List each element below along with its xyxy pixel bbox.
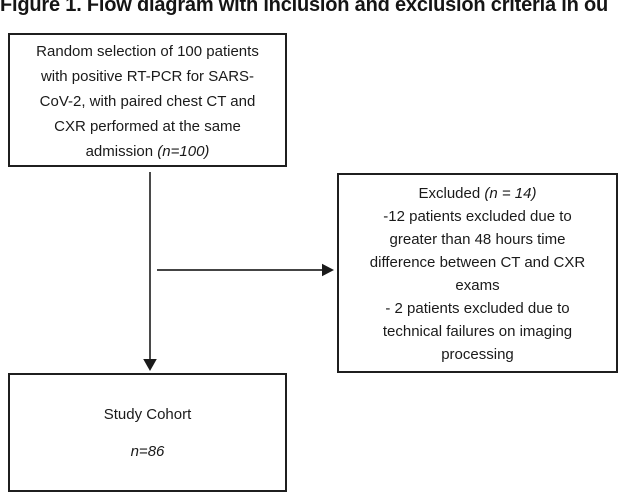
study-cohort-label: Study Cohort [103,406,192,423]
excluded-line: -12 patients excluded due to [383,208,572,225]
excluded-n-value: (n = 14) [484,185,537,202]
right-arrow-head-icon [322,263,334,277]
excluded-line: greater than 48 hours time [389,231,566,248]
box-study-cohort: Study Cohort n=86 [8,373,287,492]
excluded-line: processing [441,346,514,363]
down-arrow-head-icon [143,359,157,371]
excluded-line: technical failures on imaging [382,323,573,340]
box-excluded: Excluded (n = 14) -12 patients excluded … [337,173,618,373]
excluded-heading-prefix: Excluded [418,185,485,202]
excluded-line: - 2 patients excluded due to [385,300,570,317]
selection-line: CXR performed at the same [54,118,241,135]
figure-title: Figure 1. Flow diagram with inclusion an… [0,0,609,16]
excluded-line: exams [455,277,500,294]
study-cohort-n-value: n=86 [130,443,165,460]
selection-line: with positive RT-PCR for SARS- [40,68,255,85]
selection-line: Random selection of 100 patients [36,43,259,60]
excluded-heading: Excluded (n = 14) [339,182,616,205]
selection-line: CoV-2, with paired chest CT and [39,93,256,110]
excluded-line: difference between CT and CXR [369,254,586,271]
selection-last-line-prefix: admission [85,143,158,160]
box-random-selection: Random selection of 100 patients with po… [8,33,287,167]
selection-line-n: admission (n=100) [10,139,285,164]
selection-n-value: (n=100) [157,143,210,160]
